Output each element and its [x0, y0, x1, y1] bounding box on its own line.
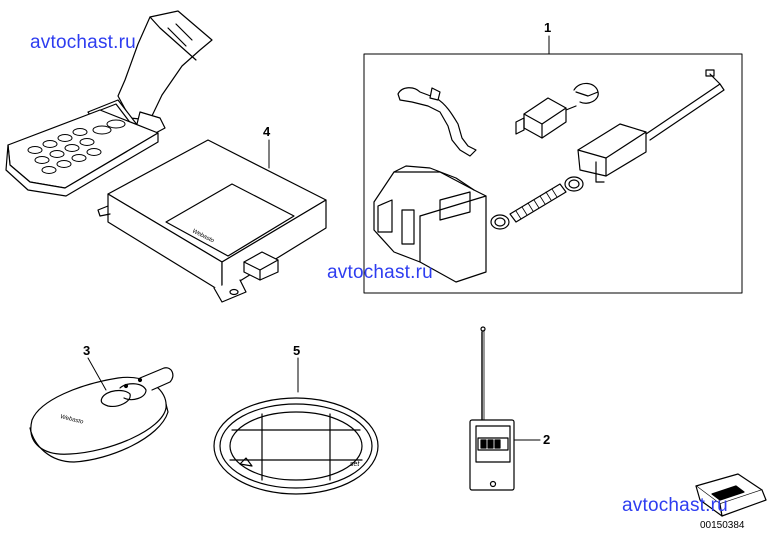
watermark-text: avtochast.ru: [622, 495, 728, 516]
diagram-part-number: 00150384: [700, 520, 745, 531]
heater-kit-frame: [363, 53, 743, 294]
callout-number-1[interactable]: 1: [544, 20, 552, 35]
heater-kit-illustration[interactable]: [373, 69, 725, 283]
sticker-illustration[interactable]: [213, 397, 379, 495]
watermark-text: avtochast.ru: [327, 262, 433, 283]
control-unit-illustration[interactable]: [97, 139, 327, 303]
remote-brand-text: Webasto: [60, 414, 85, 426]
document-arrow-icon: [695, 473, 767, 517]
transmitter-illustration[interactable]: [469, 326, 515, 491]
callout-number-4[interactable]: 4: [263, 124, 271, 139]
callout-number-3[interactable]: 3: [83, 343, 91, 358]
watermark-text: avtochast.ru: [30, 32, 136, 53]
remote-key-illustration[interactable]: [29, 367, 174, 463]
callout-number-5[interactable]: 5: [293, 343, 301, 358]
sticker-set-text: set: [350, 461, 360, 468]
mobile-phone-illustration[interactable]: [5, 10, 213, 197]
callout-number-2[interactable]: 2: [543, 432, 551, 447]
leader-lines: [87, 35, 550, 441]
